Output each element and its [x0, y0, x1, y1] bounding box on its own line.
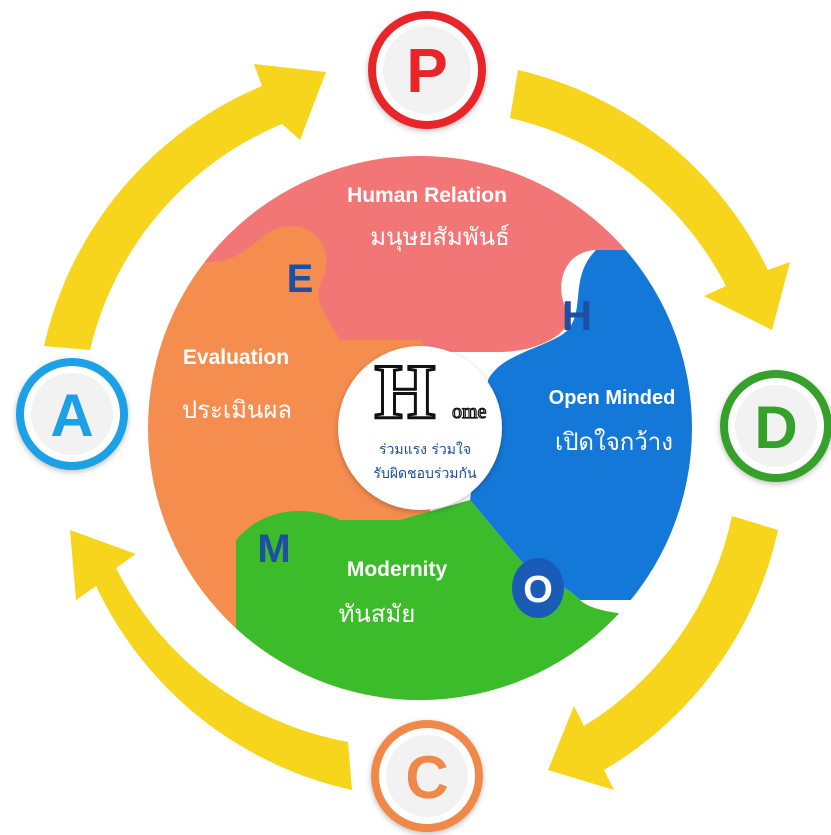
- label-modernity-th: ทันสมัย: [339, 600, 416, 628]
- badge-a: A: [16, 358, 128, 470]
- home-logo: H ome: [373, 347, 487, 437]
- arrow-p-to-d: [510, 70, 790, 330]
- center-motto-line1: ร่วมแรง ร่วมใจ: [379, 441, 471, 458]
- label-evaluation-th: ประเมินผล: [182, 396, 292, 424]
- label-modernity: Modernity: [347, 558, 448, 581]
- cycle-arrows: [44, 64, 790, 790]
- arrow-c-to-a: [70, 530, 352, 790]
- label-open-minded: Open Minded: [549, 387, 676, 409]
- label-human-relation: Human Relation: [347, 184, 507, 207]
- piece-letter-e: E: [287, 257, 314, 301]
- label-human-relation-th: มนุษยสัมพันธ์: [370, 223, 509, 252]
- badge-p: P: [368, 11, 486, 129]
- badge-c: C: [371, 720, 483, 832]
- home-logo-suffix: ome: [452, 401, 487, 423]
- arrow-a-to-p: [44, 64, 326, 350]
- badge-letter-c: C: [405, 744, 448, 811]
- home-logo-letter: H: [375, 348, 436, 435]
- badge-d: D: [720, 370, 831, 482]
- badge-letter-p: P: [406, 37, 447, 106]
- piece-letter-h: H: [562, 292, 592, 339]
- label-evaluation: Evaluation: [183, 346, 289, 369]
- piece-letter-m: M: [257, 527, 290, 571]
- center-motto-line2: รับผิดชอบร่วมกัน: [373, 466, 477, 482]
- piece-top: [148, 156, 692, 352]
- piece-right: [470, 250, 692, 600]
- center-hub: [338, 346, 502, 510]
- piece-letter-o: O: [523, 569, 553, 611]
- badge-letter-a: A: [50, 382, 93, 449]
- arrow-d-to-c: [548, 516, 778, 790]
- label-open-minded-th: เปิดใจกว้าง: [555, 428, 673, 456]
- piece-letter-o-badge: O: [512, 558, 564, 618]
- badge-letter-d: D: [754, 394, 797, 461]
